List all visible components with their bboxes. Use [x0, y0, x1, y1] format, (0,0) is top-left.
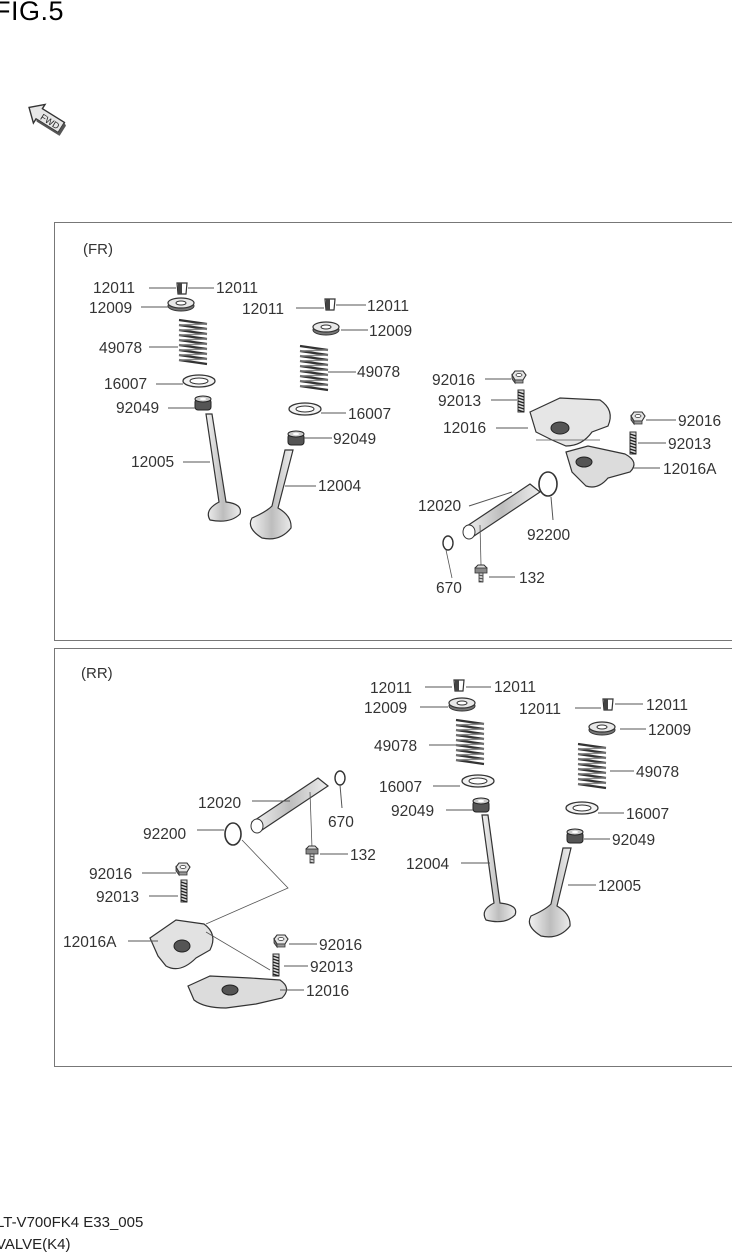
- callout: 12020: [418, 498, 461, 515]
- fr-rocker-assembly: [442, 370, 646, 583]
- rr-leader-lines: [128, 686, 646, 991]
- callout: 92016: [432, 372, 475, 389]
- rr-valve-12004: [481, 814, 517, 923]
- fr-intake-stack: [167, 282, 242, 522]
- fr-valve-12005: [205, 413, 242, 522]
- rr-valve-12005: [528, 847, 572, 938]
- callout: 12011: [242, 301, 284, 318]
- callout: 12009: [648, 722, 691, 739]
- callout: 12011: [93, 280, 135, 297]
- rr-valve-stack-b: [528, 698, 616, 938]
- callout: 12011: [646, 697, 688, 714]
- callout: 92013: [668, 436, 711, 453]
- callout: 92013: [438, 393, 481, 410]
- callout: 12016A: [663, 461, 717, 478]
- callout: 12009: [369, 323, 412, 340]
- callout: 16007: [626, 806, 669, 823]
- callout: 92049: [116, 400, 159, 417]
- fr-exhaust-stack: [249, 298, 340, 540]
- callout: 12011: [216, 280, 258, 297]
- callout: 12011: [494, 679, 536, 696]
- callout: 12004: [318, 478, 361, 495]
- fr-rocker-12016A: [565, 445, 635, 488]
- panel-front: (FR): [54, 222, 732, 641]
- callout: 16007: [379, 779, 422, 796]
- callout: 92049: [612, 832, 655, 849]
- callout: 92016: [319, 937, 362, 954]
- rr-valve-stack-a: [448, 679, 517, 923]
- callout: 12005: [598, 878, 641, 895]
- callout: 49078: [99, 340, 142, 357]
- fr-rocker-12016: [529, 397, 611, 447]
- callout: 12009: [89, 300, 132, 317]
- callout: 670: [328, 814, 354, 831]
- fr-leader-lines: [141, 287, 676, 578]
- callout: 670: [436, 580, 462, 597]
- panel-rear-label: (RR): [81, 665, 113, 682]
- footer-drawing-code: LT-V700FK4 E33_005: [0, 1214, 144, 1231]
- callout: 92016: [678, 413, 721, 430]
- callout: 49078: [357, 364, 400, 381]
- callout: 92016: [89, 866, 132, 883]
- callout: 132: [519, 570, 545, 587]
- callout: 132: [350, 847, 376, 864]
- figure-title: FIG.5: [0, 0, 65, 26]
- callouts: 12011 12011 12009 49078 16007 92049 1200…: [63, 280, 721, 1000]
- callout: 12009: [364, 700, 407, 717]
- callout: 12020: [198, 795, 241, 812]
- fr-valve-12004: [249, 449, 294, 540]
- rr-rocker-assembly: [149, 770, 346, 1009]
- callout: 92200: [143, 826, 186, 843]
- callout: 12016: [443, 420, 486, 437]
- callout: 16007: [104, 376, 147, 393]
- panel-rear: (RR): [54, 648, 732, 1067]
- callout: 92049: [333, 431, 376, 448]
- callout: 12016: [306, 983, 349, 1000]
- footer-section-name: VALVE(K4): [0, 1236, 71, 1253]
- callout: 92013: [96, 889, 139, 906]
- callout: 12011: [370, 680, 412, 697]
- callout: 12005: [131, 454, 174, 471]
- panel-front-label: (FR): [83, 241, 113, 258]
- callout: 92013: [310, 959, 353, 976]
- callout: 49078: [636, 764, 679, 781]
- callout: 92200: [527, 527, 570, 544]
- rr-shaft-12020: [250, 777, 330, 831]
- callout: 92049: [391, 803, 434, 820]
- callout: 12004: [406, 856, 449, 873]
- callout: 12011: [367, 298, 409, 315]
- callout: 12016A: [63, 934, 117, 951]
- callout: 49078: [374, 738, 417, 755]
- callout: 16007: [348, 406, 391, 423]
- callout: 12011: [519, 701, 561, 718]
- fwd-arrow-icon: FWD: [24, 98, 68, 143]
